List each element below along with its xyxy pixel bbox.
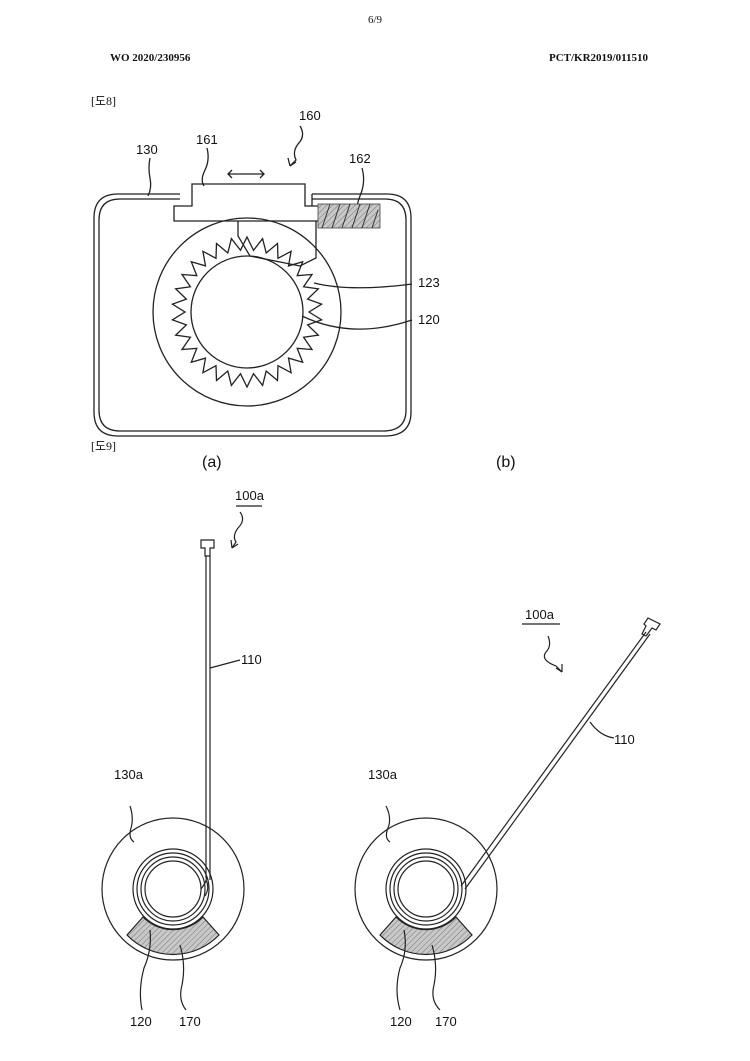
- housing-inner-wall: [98, 198, 407, 432]
- slide-arrow: [227, 169, 265, 179]
- application-number: PCT/KR2019/011510: [548, 52, 648, 64]
- figure-8-label: [도8]: [91, 94, 117, 108]
- ref-123: 123: [418, 275, 440, 290]
- ref-130a-a: 130a: [114, 767, 143, 782]
- ratchet-gear-123: [152, 217, 342, 407]
- panel-a-label: (a): [202, 454, 222, 471]
- ref-100a-b: 100a: [525, 607, 554, 622]
- page-number: 6/9: [367, 14, 383, 26]
- ref-100a-a: 100a: [235, 488, 264, 503]
- publication-number: WO 2020/230956: [110, 52, 191, 64]
- ref-120-fig8: 120: [418, 312, 440, 327]
- ref-110-b: 110: [614, 732, 635, 747]
- ref-130a-b: 130a: [368, 767, 397, 782]
- ref-120-b: 120: [390, 1014, 412, 1029]
- figure-9a-drawing: [101, 505, 262, 1011]
- block-170-a: [126, 916, 220, 956]
- ref-162: 162: [349, 151, 371, 166]
- ref-110-a: 110: [241, 652, 262, 667]
- figure-8-drawing: [93, 125, 413, 437]
- pawl: [237, 221, 317, 267]
- drum-120-fig8: [190, 255, 304, 369]
- block-170-b: [379, 916, 473, 956]
- ref-170-b: 170: [435, 1014, 457, 1029]
- ref-170-a: 170: [179, 1014, 201, 1029]
- ref-120-a: 120: [130, 1014, 152, 1029]
- figure-9b-drawing: [354, 617, 661, 1011]
- slider-161: [173, 183, 327, 222]
- ref-161: 161: [196, 132, 218, 147]
- panel-b-label: (b): [496, 454, 516, 471]
- spring-162: [317, 203, 381, 229]
- housing-outer-wall: [93, 193, 412, 437]
- figure-9-label: [도9]: [91, 439, 117, 453]
- ref-130: 130: [136, 142, 158, 157]
- ref-160: 160: [299, 108, 321, 123]
